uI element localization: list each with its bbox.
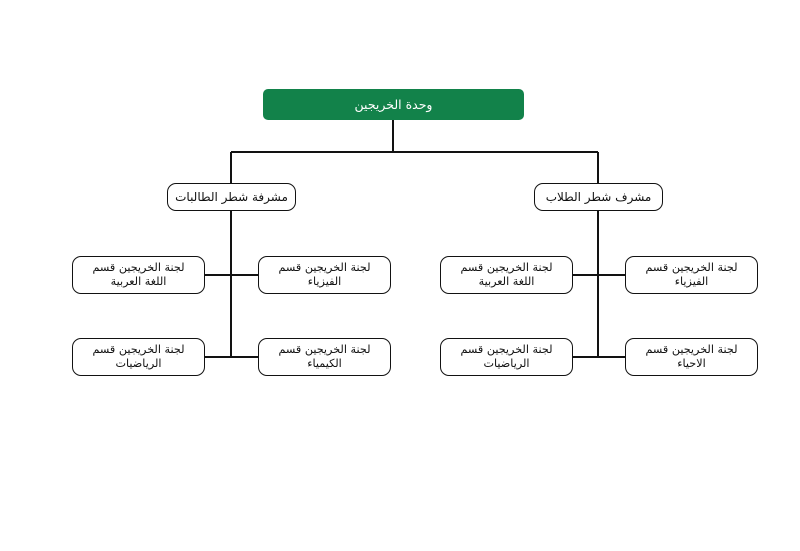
branch-node-male-section-supervisor[interactable]: مشرف شطر الطلاب bbox=[534, 183, 663, 211]
leaf-node-female-physics[interactable]: لجنة الخريجين قسم الفيزياء bbox=[258, 256, 391, 294]
leaf-node-female-chemistry[interactable]: لجنة الخريجين قسم الكيمياء bbox=[258, 338, 391, 376]
leaf-node-male-physics[interactable]: لجنة الخريجين قسم الفيزياء bbox=[625, 256, 758, 294]
leaf-node-female-arabic[interactable]: لجنة الخريجين قسم اللغة العربية bbox=[72, 256, 205, 294]
leaf-node-male-biology[interactable]: لجنة الخريجين قسم الاحياء bbox=[625, 338, 758, 376]
leaf-node-male-math[interactable]: لجنة الخريجين قسم الرياضيات bbox=[440, 338, 573, 376]
leaf-node-male-arabic[interactable]: لجنة الخريجين قسم اللغة العربية bbox=[440, 256, 573, 294]
root-node-graduates-unit[interactable]: وحدة الخريجين bbox=[263, 89, 524, 120]
branch-node-female-section-supervisor[interactable]: مشرفة شطر الطالبات bbox=[167, 183, 296, 211]
leaf-node-female-math[interactable]: لجنة الخريجين قسم الرياضيات bbox=[72, 338, 205, 376]
